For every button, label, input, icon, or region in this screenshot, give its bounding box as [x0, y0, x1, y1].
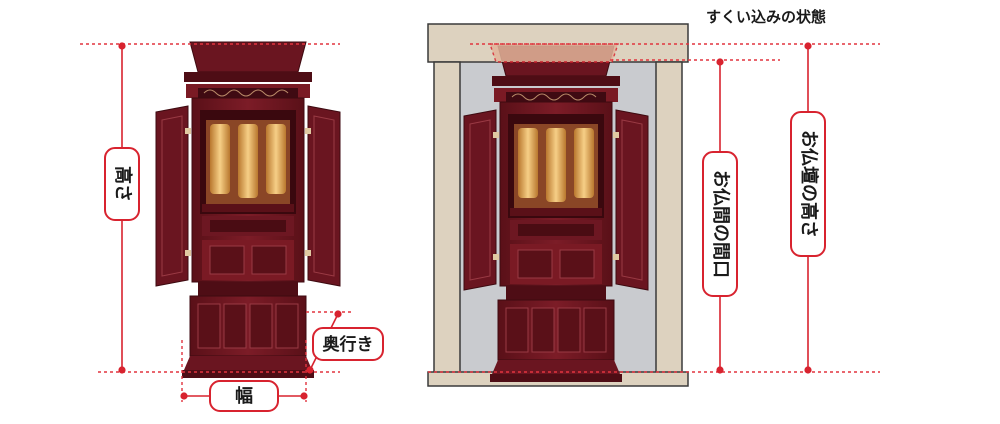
altar-height-measure: お仏壇の高さ: [790, 42, 826, 374]
right-guide-lines: [428, 43, 880, 373]
tuck-in-state-label: すくい込みの状態: [706, 8, 826, 26]
altar-height-label: お仏壇の高さ: [798, 130, 820, 238]
left-butsudan: [155, 41, 341, 379]
width-label: 幅: [235, 385, 253, 407]
height-measure: 高さ: [104, 42, 140, 374]
depth-label: 奥行き: [323, 334, 374, 355]
width-measure: 幅: [180, 380, 308, 412]
depth-measure: 奥行き: [306, 310, 384, 374]
niche-opening-measure: お仏間の間口: [702, 58, 738, 374]
niche-opening-label: お仏間の間口: [710, 170, 731, 278]
tuck-in-highlight: [489, 43, 619, 63]
height-label: 高さ: [112, 166, 134, 202]
